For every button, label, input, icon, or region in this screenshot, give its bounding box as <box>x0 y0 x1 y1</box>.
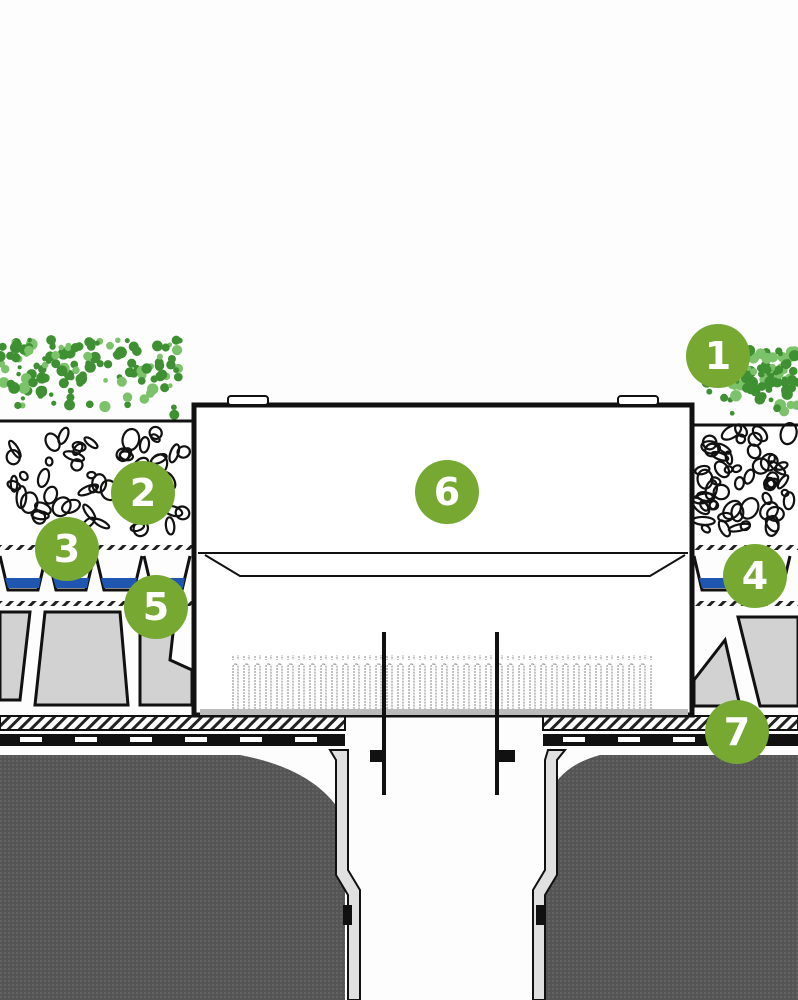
label-number: 6 <box>433 470 461 514</box>
pedestals-right <box>692 615 798 708</box>
label-number: 7 <box>723 710 751 754</box>
label-badge-5: 5 <box>124 575 188 639</box>
concrete-slab-right <box>545 755 798 1000</box>
vegetation-left <box>0 335 183 420</box>
perforated-section <box>232 655 652 715</box>
label-badge-4: 4 <box>723 544 787 608</box>
label-badge-7: 7 <box>705 700 769 764</box>
label-number: 1 <box>704 334 732 378</box>
drain-pipe-left <box>328 749 361 1000</box>
membrane-left <box>0 715 346 746</box>
label-badge-6: 6 <box>415 460 479 524</box>
label-number: 4 <box>741 554 769 598</box>
label-badge-1: 1 <box>686 324 750 388</box>
label-number: 5 <box>142 585 170 629</box>
drain-pipe-right <box>532 749 568 1000</box>
label-number: 3 <box>53 527 81 571</box>
label-number: 2 <box>129 471 157 515</box>
label-badge-2: 2 <box>111 461 175 525</box>
protection-mat-left <box>0 601 195 606</box>
label-badge-3: 3 <box>35 517 99 581</box>
concrete-slab-left <box>0 755 345 1000</box>
